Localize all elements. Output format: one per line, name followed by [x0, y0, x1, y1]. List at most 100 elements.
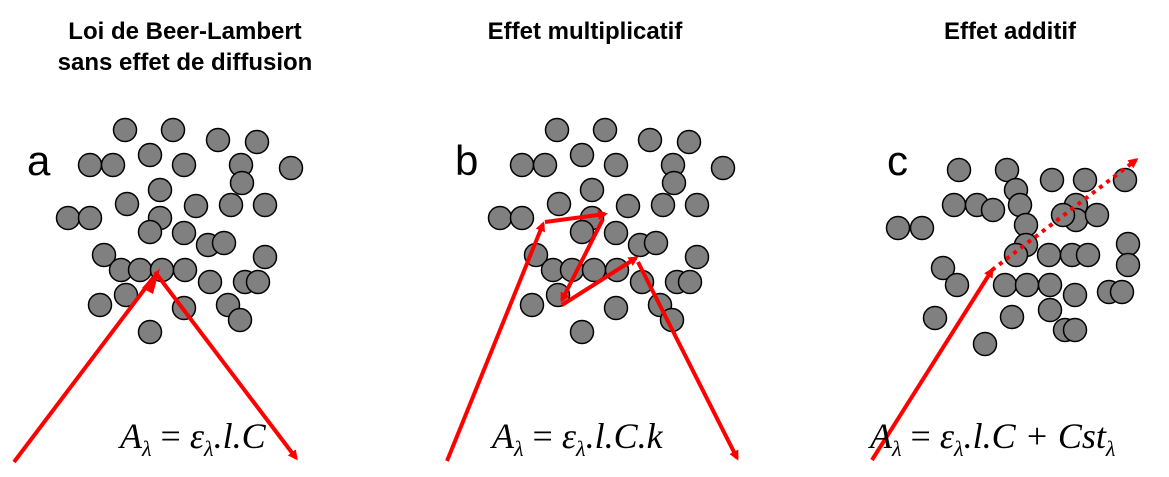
formula-eps-sub: λ	[204, 436, 214, 461]
particle-c-20	[1036, 242, 1062, 268]
particle-b-11	[579, 177, 605, 203]
particle-a-12	[229, 170, 255, 196]
incident-ray-b	[445, 221, 546, 462]
panel-b-title: Effet multiplicatif	[487, 18, 683, 45]
formula-lhs: A	[492, 416, 514, 456]
particle-c-31	[1109, 279, 1135, 305]
particle-c-28	[1037, 272, 1063, 298]
particle-b-20	[603, 220, 629, 246]
particle-a-19	[137, 219, 163, 245]
particle-b-37	[569, 319, 595, 345]
particle-c-29	[1062, 282, 1088, 308]
formula-lhs: A	[120, 416, 142, 456]
particle-a-32	[87, 292, 113, 318]
particle-a-20	[171, 220, 197, 246]
panel-b-letter: b	[455, 137, 479, 184]
scatter-path-b1	[544, 209, 608, 224]
particle-c-17	[1115, 231, 1141, 257]
particle-c-5	[1039, 167, 1065, 193]
particle-a-1	[160, 117, 186, 143]
particle-c-22	[1075, 242, 1101, 268]
particle-a-2	[77, 152, 103, 178]
particle-b-12	[661, 170, 687, 196]
particle-b-15	[615, 193, 641, 219]
particle-a-26	[127, 257, 153, 283]
particle-a-4	[137, 142, 163, 168]
particle-c-2	[941, 192, 967, 218]
reflected-ray-b	[636, 261, 739, 461]
particle-b-1	[592, 117, 618, 143]
particle-c-0	[946, 157, 972, 183]
arrows-panel-a	[12, 268, 298, 464]
particle-c-23	[930, 255, 956, 281]
particle-c-32	[922, 305, 948, 331]
particle-b-34	[603, 295, 629, 321]
particle-a-7	[171, 152, 197, 178]
particle-a-14	[77, 205, 103, 231]
particles-panel-c	[885, 157, 1141, 357]
arrows-panel-b	[445, 209, 739, 462]
panel-b-formula: Aλ = ελ.l.C.k	[492, 416, 663, 469]
particle-b-13	[487, 205, 513, 231]
formula-eps-sub: λ	[954, 436, 964, 461]
particle-c-15	[1050, 202, 1076, 228]
particle-b-5	[637, 127, 663, 153]
particle-a-33	[113, 282, 139, 308]
reflected-ray-a	[153, 270, 298, 461]
formula-rest: .l.C.k	[585, 416, 663, 456]
particle-c-27	[1014, 272, 1040, 298]
particle-b-10	[546, 191, 572, 217]
particle-c-37	[972, 331, 998, 357]
particle-c-26	[992, 272, 1018, 298]
particle-b-9	[710, 155, 736, 181]
panel-c-title: Effet additif	[944, 18, 1076, 45]
particle-a-5	[205, 127, 231, 153]
formula-eps: ε	[561, 416, 577, 456]
particle-b-14	[509, 205, 535, 231]
particle-b-32	[519, 292, 545, 318]
panel-a-formula: Aλ = ελ.l.C	[120, 416, 266, 469]
panel-c-letter: c	[887, 137, 908, 184]
particle-b-4	[569, 142, 595, 168]
particle-a-6	[244, 129, 270, 155]
particle-a-29	[197, 269, 223, 295]
particle-b-6	[676, 129, 702, 155]
particle-b-2	[509, 152, 535, 178]
particle-b-22	[643, 230, 669, 256]
particle-b-3	[532, 152, 558, 178]
impact-arrowhead-a	[142, 268, 160, 294]
formula-lhs: A	[870, 416, 892, 456]
scatter-path-b3	[560, 256, 639, 307]
particle-a-36	[227, 307, 253, 333]
particle-a-22	[211, 230, 237, 256]
particle-c-34	[1037, 297, 1063, 323]
particle-a-3	[100, 152, 126, 178]
incident-ray-c	[870, 267, 994, 462]
formula-eps: ε	[939, 416, 955, 456]
particle-a-10	[114, 191, 140, 217]
formula-eq: =	[151, 416, 190, 456]
particles-panel-a	[55, 117, 304, 345]
formula-rest: .l.C	[213, 416, 266, 456]
transmitted-ray-c	[990, 158, 1139, 272]
particle-b-19	[569, 219, 595, 245]
particle-a-9	[278, 155, 304, 181]
panel-a-title: Loi de Beer-Lambert sans effet de diffus…	[57, 18, 313, 76]
particle-b-16	[650, 192, 676, 218]
particle-a-37	[137, 319, 163, 345]
scatter-path-b2	[560, 218, 605, 303]
particle-c-25	[1115, 252, 1141, 278]
panel-c-formula: Aλ = ελ.l.C + Cstλ	[870, 416, 1115, 469]
particle-a-13	[55, 205, 81, 231]
formula-eq: =	[523, 416, 562, 456]
particle-b-0	[544, 117, 570, 143]
incident-ray-a	[12, 276, 155, 464]
particle-b-25	[684, 244, 710, 270]
particle-c-10	[980, 197, 1006, 223]
particle-a-15	[183, 193, 209, 219]
particles-panel-b	[487, 117, 736, 345]
formula-eps: ε	[189, 416, 205, 456]
particle-a-16	[218, 192, 244, 218]
formula-tail-sub: λ	[1105, 436, 1116, 461]
